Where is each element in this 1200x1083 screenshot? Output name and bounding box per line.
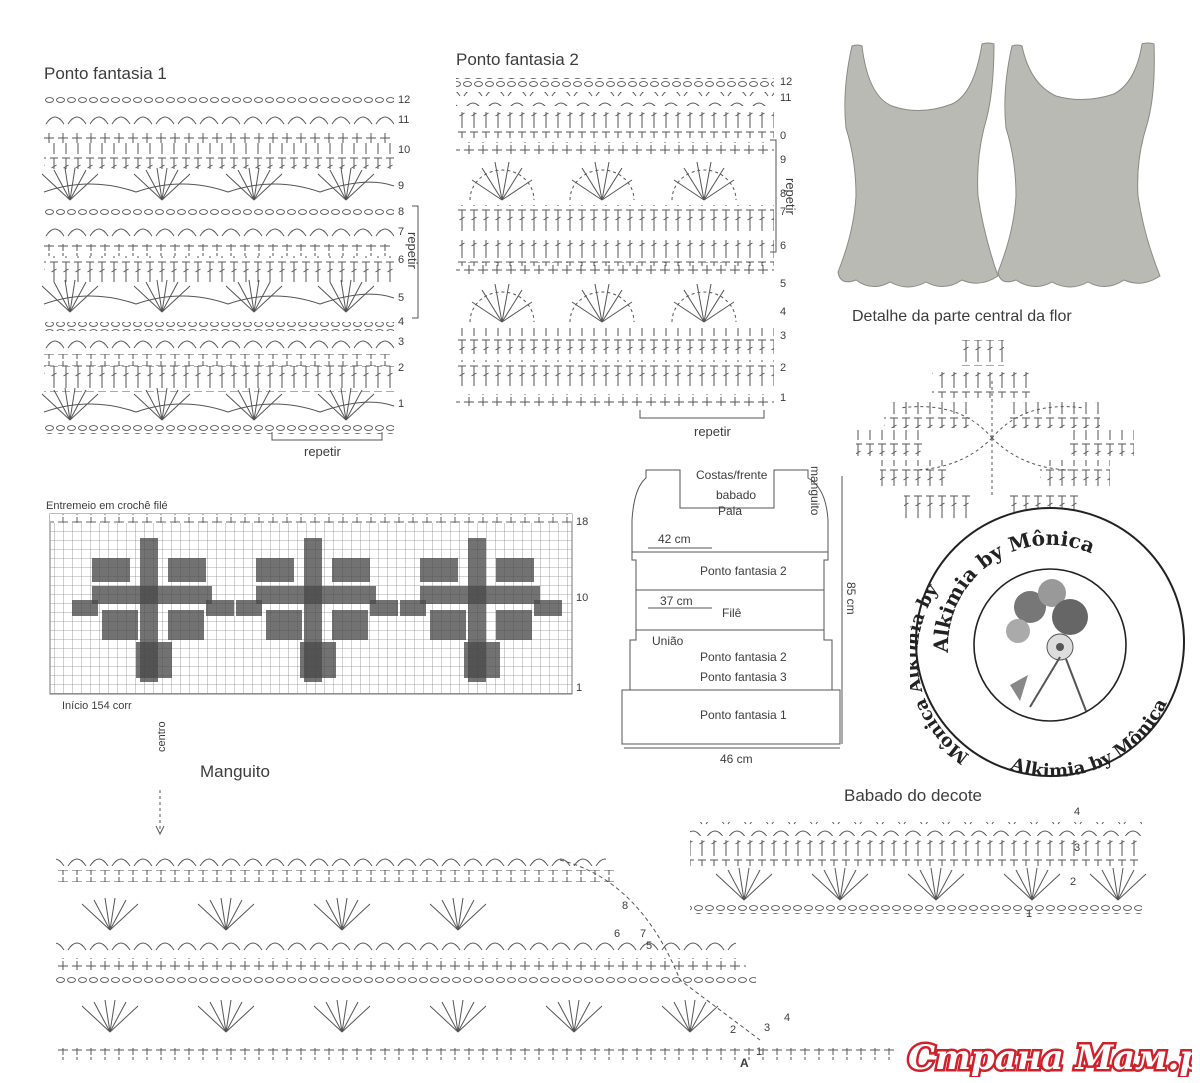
row-number: 3 — [398, 336, 405, 348]
flor-title: Detalhe da parte central da flor — [852, 308, 1072, 325]
schematic-37cm: 37 cm — [660, 594, 693, 608]
ponto2-repeat-label: repetir — [694, 424, 731, 439]
row-number: 2 — [398, 362, 405, 374]
row-number: 6 — [614, 928, 621, 940]
row-number: 7 — [640, 928, 647, 940]
row-number: 7 — [398, 226, 405, 238]
ponto2-diagram — [456, 78, 777, 419]
schematic-pf2-top: Ponto fantasia 2 — [700, 564, 787, 578]
row-number: 8 — [398, 206, 405, 218]
row-number: 1 — [756, 1046, 763, 1058]
row-number: 6 — [780, 240, 787, 252]
row-number: 2 — [780, 362, 787, 374]
row-number: 1 — [1026, 908, 1033, 920]
row-number: 11 — [398, 114, 410, 126]
schematic-costas: Costas/frente — [696, 468, 768, 482]
row-number: 0 — [780, 130, 787, 142]
babado-title: Babado do decote — [844, 786, 983, 805]
schematic-85cm: 85 cm — [844, 582, 858, 615]
ponto1-diagram — [41, 96, 419, 441]
schematic-pf3: Ponto fantasia 3 — [700, 670, 787, 684]
ponto2-title: Ponto fantasia 2 — [456, 50, 579, 69]
row-number: 12 — [780, 76, 793, 88]
row-number: 4 — [398, 316, 405, 328]
babado-diagram — [690, 822, 1147, 914]
row-number: 1 — [780, 392, 787, 404]
row-number: 11 — [780, 92, 792, 104]
row-number: 8 — [780, 188, 787, 200]
flower-bouquet-icon — [1006, 579, 1088, 712]
row-number: 3 — [764, 1022, 771, 1034]
manguito-mark-a: A — [740, 1056, 749, 1070]
schematic-manguito: manguito — [808, 466, 822, 516]
file-title: Entremeio em crochê filé — [46, 500, 168, 512]
row-number: 8 — [622, 900, 629, 912]
row-number: 2 — [730, 1024, 737, 1036]
schematic-pala: Pala — [718, 504, 743, 518]
file-row-number: 18 — [576, 516, 589, 528]
row-number: 12 — [398, 94, 411, 106]
row-number: 6 — [398, 254, 405, 266]
schematic-46cm: 46 cm — [720, 752, 753, 766]
schematic-outline — [621, 469, 843, 749]
schematic-uniao: União — [652, 634, 684, 648]
ponto1-title: Ponto fantasia 1 — [44, 64, 167, 83]
row-number: 4 — [784, 1012, 791, 1024]
flor-diagram — [856, 340, 1134, 518]
site-logo-text: Страна Мам.ру — [908, 1038, 1192, 1077]
schematic-pf2-bottom: Ponto fantasia 2 — [700, 650, 787, 664]
schematic-pf1: Ponto fantasia 1 — [700, 708, 787, 722]
row-number: 5 — [646, 940, 653, 952]
ponto1-repeat-label: repetir — [304, 444, 341, 459]
manguito-centro-label: centro — [156, 721, 168, 752]
row-number: 2 — [1070, 876, 1077, 888]
manguito-diagram — [56, 790, 896, 1060]
site-logo: Страна Мам.ру — [906, 1037, 1193, 1077]
watermark-seal: Alkimia by Mônica Mônica Alkimia by Alki… — [910, 507, 1185, 782]
row-number: 4 — [780, 306, 787, 318]
row-number: 9 — [398, 180, 405, 192]
row-number: 3 — [780, 330, 787, 342]
file-row-number: 10 — [576, 592, 589, 604]
row-number: 10 — [398, 144, 411, 156]
row-number: 7 — [780, 206, 787, 218]
row-number: 3 — [1074, 842, 1081, 854]
garment-illustrations — [837, 42, 1161, 288]
manguito-title: Manguito — [200, 762, 270, 781]
file-row-number: 1 — [576, 682, 583, 694]
schematic-babado: babado — [716, 488, 757, 502]
row-number: 9 — [780, 154, 787, 166]
row-number: 5 — [780, 278, 787, 290]
schematic-file: Filê — [722, 606, 742, 620]
row-number: 4 — [1074, 806, 1081, 818]
row-number: 1 — [398, 398, 405, 410]
file-start-label: Início 154 corr — [62, 700, 132, 712]
ponto1-side-repeat-label: repetir — [405, 232, 420, 269]
schematic-42cm: 42 cm — [658, 532, 691, 546]
row-number: 5 — [398, 292, 405, 304]
file-motifs — [72, 538, 562, 682]
